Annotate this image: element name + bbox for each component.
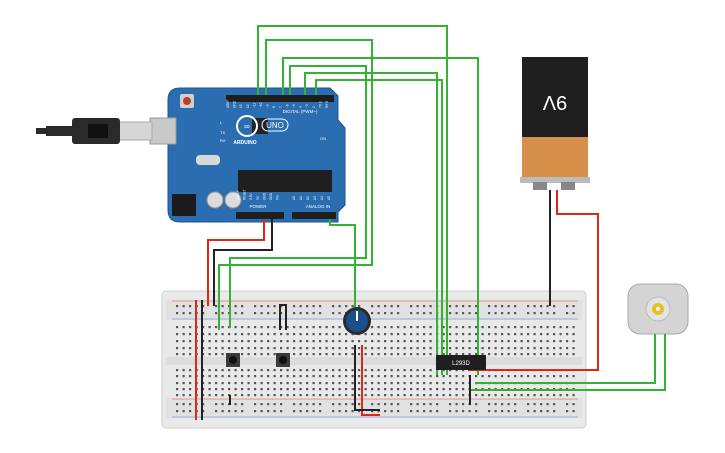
top-pin-label-12: ~3 <box>305 104 309 108</box>
digital-label: DIGITAL (PWM~) <box>283 109 318 114</box>
svg-text:∞: ∞ <box>244 122 250 131</box>
power-pin-label-6: Vin <box>276 195 280 200</box>
power-pin-label-1: RESET <box>243 189 247 200</box>
led-label-rx: RX <box>220 138 226 143</box>
breadboard[interactable] <box>161 290 587 429</box>
power-pin-label-2: 3.3V <box>249 193 253 200</box>
top-pin-label-2: 13 <box>239 104 243 108</box>
top-pin-label-15: RX 0 <box>325 101 329 108</box>
power-pin-label-0: IOREF <box>236 190 240 200</box>
analog-pin-label-0: A0 <box>292 196 296 200</box>
analog-pin-label-3: A3 <box>313 196 317 200</box>
power-pin-label-5: GND <box>269 192 273 200</box>
top-pin-label-7: 8 <box>272 106 276 108</box>
top-pin-label-10: ~5 <box>292 104 296 108</box>
potentiometer-icon[interactable] <box>343 307 371 335</box>
power-jack <box>172 194 196 216</box>
arduino-model: UNO <box>266 121 284 130</box>
top-pin-label-9: ~6 <box>285 104 289 108</box>
top-pin-label-14: TX 1 <box>318 101 322 108</box>
top-pin-label-1: GND <box>233 100 237 108</box>
pushbutton-1[interactable] <box>226 353 240 367</box>
top-pin-label-6: ~9 <box>266 104 270 108</box>
l293d-chip[interactable]: L293D <box>436 355 486 370</box>
battery-label: 9V <box>542 91 567 113</box>
analog-pin-label-4: A4 <box>320 196 324 200</box>
top-pin-label-13: 2 <box>312 106 316 108</box>
arduino-brand: ARDUINO <box>233 140 256 146</box>
usb-cable-icon[interactable] <box>36 118 153 144</box>
led-label-l: L <box>220 120 223 125</box>
chip-label: L293D <box>452 361 470 367</box>
dc-motor-icon[interactable] <box>627 283 689 335</box>
top-pin-label-0: AREF <box>226 99 230 108</box>
analog-pin-label-5: A5 <box>327 196 331 200</box>
analog-pin-label-2: A2 <box>306 196 310 200</box>
top-pin-label-5: ~10 <box>259 102 263 108</box>
arduino-board[interactable]: ∞ ARDUINO UNO DIGITAL (PWM~) POWER ANALO… <box>149 87 346 223</box>
pushbutton-2[interactable] <box>276 353 290 367</box>
top-pin-label-4: ~11 <box>252 103 256 108</box>
analog-pin-label-1: A1 <box>299 196 303 200</box>
atmega-chip <box>238 170 332 192</box>
analog-label: ANALOG IN <box>306 204 331 209</box>
battery-9v[interactable]: 9V <box>520 57 590 190</box>
power-pin-label-4: GND <box>262 192 266 200</box>
top-pin-label-11: 4 <box>299 106 303 108</box>
top-pin-label-3: 12 <box>246 104 250 108</box>
power-pin-label-3: 5V <box>256 195 260 200</box>
top-pin-label-8: 7 <box>279 106 283 108</box>
arduino-logo-icon <box>236 115 258 137</box>
on-label: ON <box>320 136 326 141</box>
wires <box>195 25 666 420</box>
led-label-tx: TX <box>220 130 225 135</box>
power-label: POWER <box>249 204 267 209</box>
